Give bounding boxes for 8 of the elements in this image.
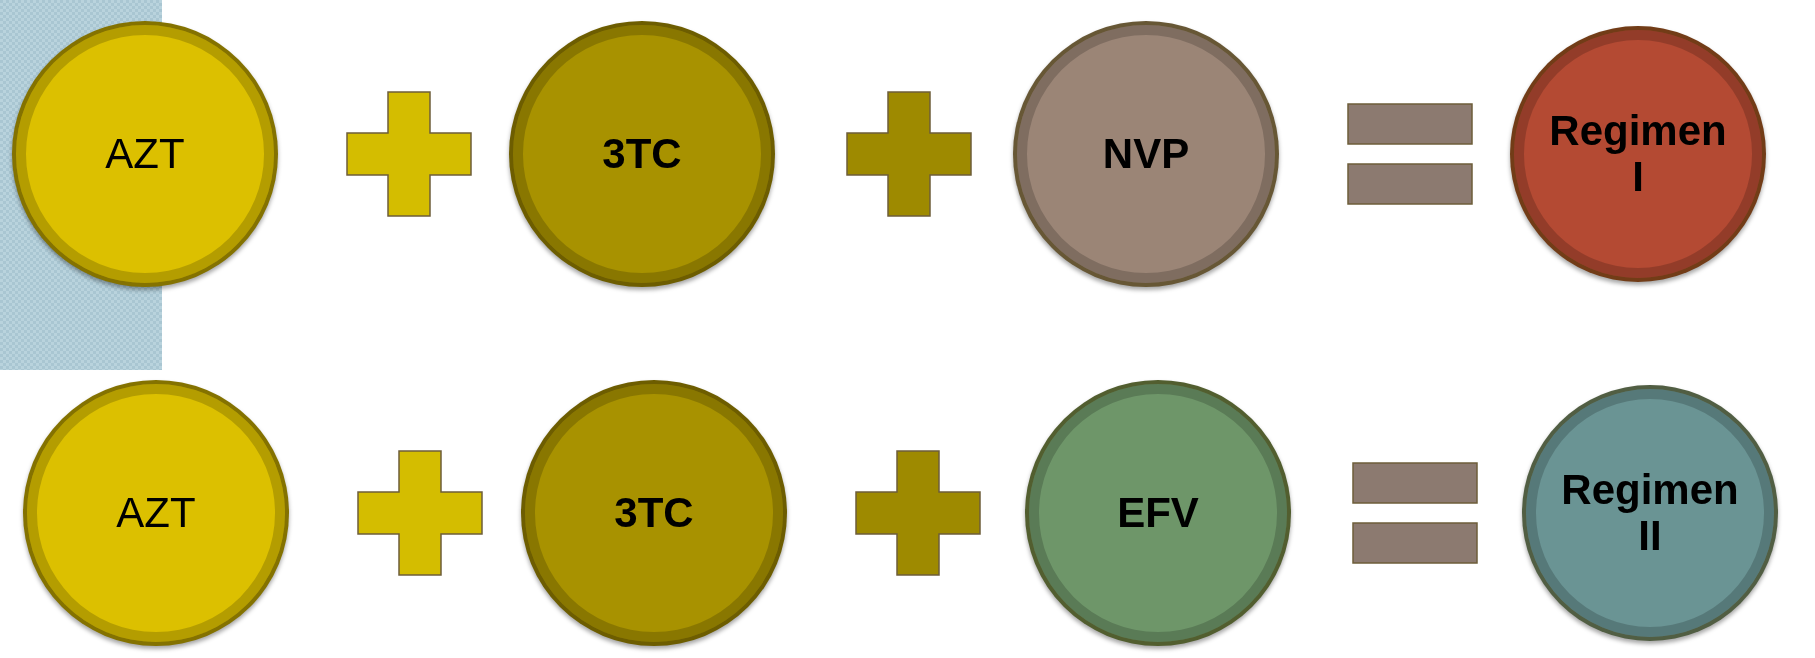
drug-label: Regimen I bbox=[1548, 107, 1728, 201]
drug-label: AZT bbox=[105, 130, 185, 178]
drug-label: Regimen II bbox=[1560, 466, 1740, 560]
drug-label: AZT bbox=[116, 489, 196, 537]
drug-label: 3TC bbox=[614, 489, 694, 537]
drug-label: 3TC bbox=[602, 130, 682, 178]
drug-label: NVP bbox=[1102, 130, 1190, 178]
drug-label: EFV bbox=[1117, 489, 1199, 537]
